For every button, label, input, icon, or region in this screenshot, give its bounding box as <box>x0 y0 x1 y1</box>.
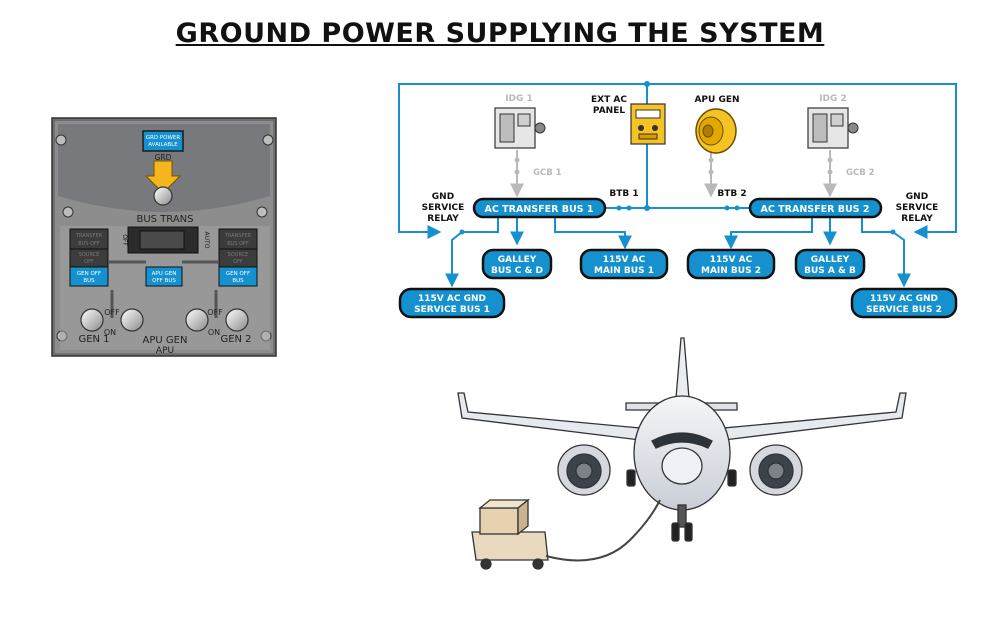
arrow-down-icon <box>144 160 182 194</box>
idg-1-generator-icon <box>494 107 546 149</box>
apu-gen-switch-left[interactable] <box>185 308 209 332</box>
gen-1-switch-on[interactable] <box>120 308 144 332</box>
gen-off-bus-2-line2: BUS <box>232 278 244 284</box>
gen-off-bus-light-2 <box>218 266 258 287</box>
gen-off-bus-1-line1: GEN OFF <box>77 271 101 277</box>
bus-trans-label: BUS TRANS <box>136 214 193 225</box>
grd-power-available-light <box>142 130 184 152</box>
gen-off-bus-light-1 <box>69 266 109 287</box>
main-bus-2: 115V AC MAIN BUS 2 <box>686 248 776 280</box>
gcb-2-label: GCB 2 <box>846 168 875 178</box>
gnd-relay-1-line3: RELAY <box>427 214 459 224</box>
gen-2-switch[interactable] <box>225 308 249 332</box>
ac-transfer-bus-1: AC TRANSFER BUS 1 <box>472 197 607 219</box>
source-off-2-line1: SOURCE <box>228 252 249 258</box>
apu-generator-icon <box>695 108 737 154</box>
gnd-service-bus-1-line1: 115V AC GND <box>418 294 486 304</box>
idg-2-generator-icon <box>807 107 859 149</box>
galley-ab-line2: BUS A & B <box>804 266 856 276</box>
gnd-service-bus-2: 115V AC GND SERVICE BUS 2 <box>850 287 958 319</box>
ac-transfer-bus-1-label: AC TRANSFER BUS 1 <box>485 204 594 215</box>
gnd-relay-2-line2: SERVICE <box>896 203 939 213</box>
transfer-bus-off-2-line1: TRANSFER <box>224 233 252 239</box>
bus-trans-off-label: OFF <box>121 234 128 246</box>
gen-1-switch-off[interactable] <box>80 308 104 332</box>
gcb-1-label: GCB 1 <box>533 168 562 178</box>
gnd-service-bus-2-line2: SERVICE BUS 2 <box>866 305 942 315</box>
gnd-relay-2-line3: RELAY <box>901 214 933 224</box>
apu-label: APU <box>156 346 174 356</box>
btb-2-label: BTB 2 <box>717 189 746 199</box>
gen-off-bus-1-line2: BUS <box>83 278 95 284</box>
galley-cd-line1: GALLEY <box>498 255 537 265</box>
airplane-illustration <box>457 337 907 542</box>
apu-gen-off-bus-line2: OFF BUS <box>152 278 176 284</box>
ext-ac-panel-icon <box>630 103 666 145</box>
main-bus-1-line2: MAIN BUS 1 <box>594 266 654 276</box>
grd-power-switch[interactable] <box>153 186 173 206</box>
galley-cd-line2: BUS C & D <box>491 266 543 276</box>
main-bus-1: 115V AC MAIN BUS 1 <box>579 248 669 280</box>
gen-off-bus-2-line1: GEN OFF <box>226 271 250 277</box>
main-bus-2-line1: 115V AC <box>710 255 753 265</box>
source-off-1-line1: SOURCE <box>79 252 100 258</box>
main-bus-2-line2: MAIN BUS 2 <box>701 266 761 276</box>
ac-transfer-bus-2-label: AC TRANSFER BUS 2 <box>761 204 870 215</box>
apu-gen-off-bus-line1: APU GEN <box>152 271 177 277</box>
gnd-service-bus-1: 115V AC GND SERVICE BUS 1 <box>398 287 506 319</box>
galley-bus-c-d: GALLEY BUS C & D <box>481 248 553 280</box>
bus-trans-auto-label: AUTO <box>203 232 210 249</box>
idg-1-label: IDG 1 <box>505 94 533 104</box>
overhead-panel: GRD POWER AVAILABLE GRD BUS TRANS OFF AU… <box>51 117 277 357</box>
galley-bus-a-b: GALLEY BUS A & B <box>794 248 866 280</box>
power-distribution-diagram <box>398 81 957 288</box>
source-off-1-line2: OFF <box>84 259 94 265</box>
grd-power-label-line1: GRD POWER <box>146 135 181 141</box>
gen-1-label: GEN 1 <box>78 334 109 345</box>
transfer-bus-off-2-line2: BUS OFF <box>227 241 249 247</box>
gnd-service-bus-1-line2: SERVICE BUS 1 <box>414 305 490 315</box>
gnd-service-bus-2-line1: 115V AC GND <box>870 294 938 304</box>
btb-1-label: BTB 1 <box>609 189 638 199</box>
gen1-off-label: OFF <box>104 308 120 317</box>
grd-label: GRD <box>155 153 172 162</box>
page-title: GROUND POWER SUPPLYING THE SYSTEM <box>175 18 825 49</box>
transfer-bus-off-1-line1: TRANSFER <box>75 233 103 239</box>
ac-transfer-bus-2: AC TRANSFER BUS 2 <box>748 197 883 219</box>
grd-power-label-line2: AVAILABLE <box>148 142 178 148</box>
source-off-2-line2: OFF <box>233 259 243 265</box>
apu-gen-diagram-label: APU GEN <box>694 95 739 105</box>
ext-ac-label-line2: PANEL <box>593 106 625 116</box>
main-bus-1-line1: 115V AC <box>603 255 646 265</box>
gnd-relay-1-line1: GND <box>432 192 454 202</box>
gen2-on-label: ON <box>208 328 220 337</box>
galley-ab-line1: GALLEY <box>811 255 850 265</box>
ext-ac-label-line1: EXT AC <box>591 95 627 105</box>
apu-gen-label: APU GEN <box>143 335 188 346</box>
gen2-off-label: OFF <box>207 308 223 317</box>
gen-2-label: GEN 2 <box>220 334 251 345</box>
idg-2-label: IDG 2 <box>819 94 847 104</box>
ground-power-unit-icon <box>471 498 661 570</box>
transfer-bus-off-1-line2: BUS OFF <box>78 241 100 247</box>
gnd-relay-2-line1: GND <box>906 192 928 202</box>
gen1-on-label: ON <box>104 328 116 337</box>
gnd-relay-1-line2: SERVICE <box>422 203 465 213</box>
bus-trans-switch[interactable] <box>139 230 185 250</box>
apu-gen-off-bus-light <box>145 266 183 287</box>
